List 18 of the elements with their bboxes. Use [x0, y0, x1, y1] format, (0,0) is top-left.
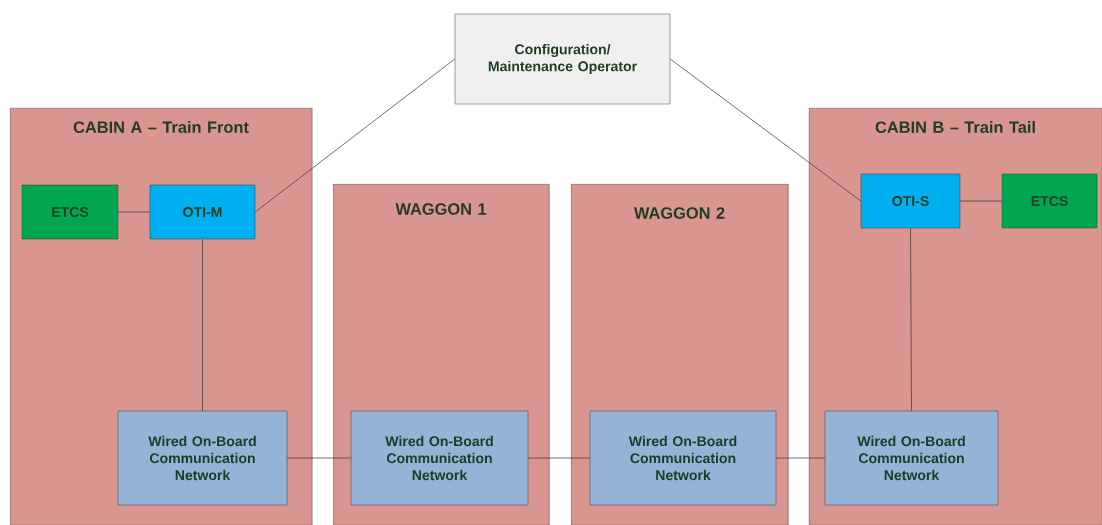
connector-line: [202, 238, 203, 412]
oti-box: OTI-M: [149, 184, 256, 240]
connector-line: [286, 457, 352, 459]
operator-box: Configuration/ Maintenance Operator: [454, 13, 671, 105]
network-box: Wired On-Board Communication Network: [117, 410, 288, 506]
connector-line: [775, 457, 826, 459]
network-box: Wired On-Board Communication Network: [350, 410, 529, 506]
connector-line: [527, 457, 591, 459]
etcs-box: ETCS: [21, 184, 119, 240]
network-box: Wired On-Board Communication Network: [824, 410, 999, 506]
connector-line: [910, 227, 912, 412]
connector-line: [254, 58, 456, 213]
connector-line: [669, 58, 862, 202]
etcs-box: ETCS: [1001, 173, 1098, 229]
network-box: Wired On-Board Communication Network: [589, 410, 777, 506]
oti-box: OTI-S: [860, 173, 961, 229]
connector-line: [959, 200, 1003, 202]
connector-line: [117, 211, 151, 213]
